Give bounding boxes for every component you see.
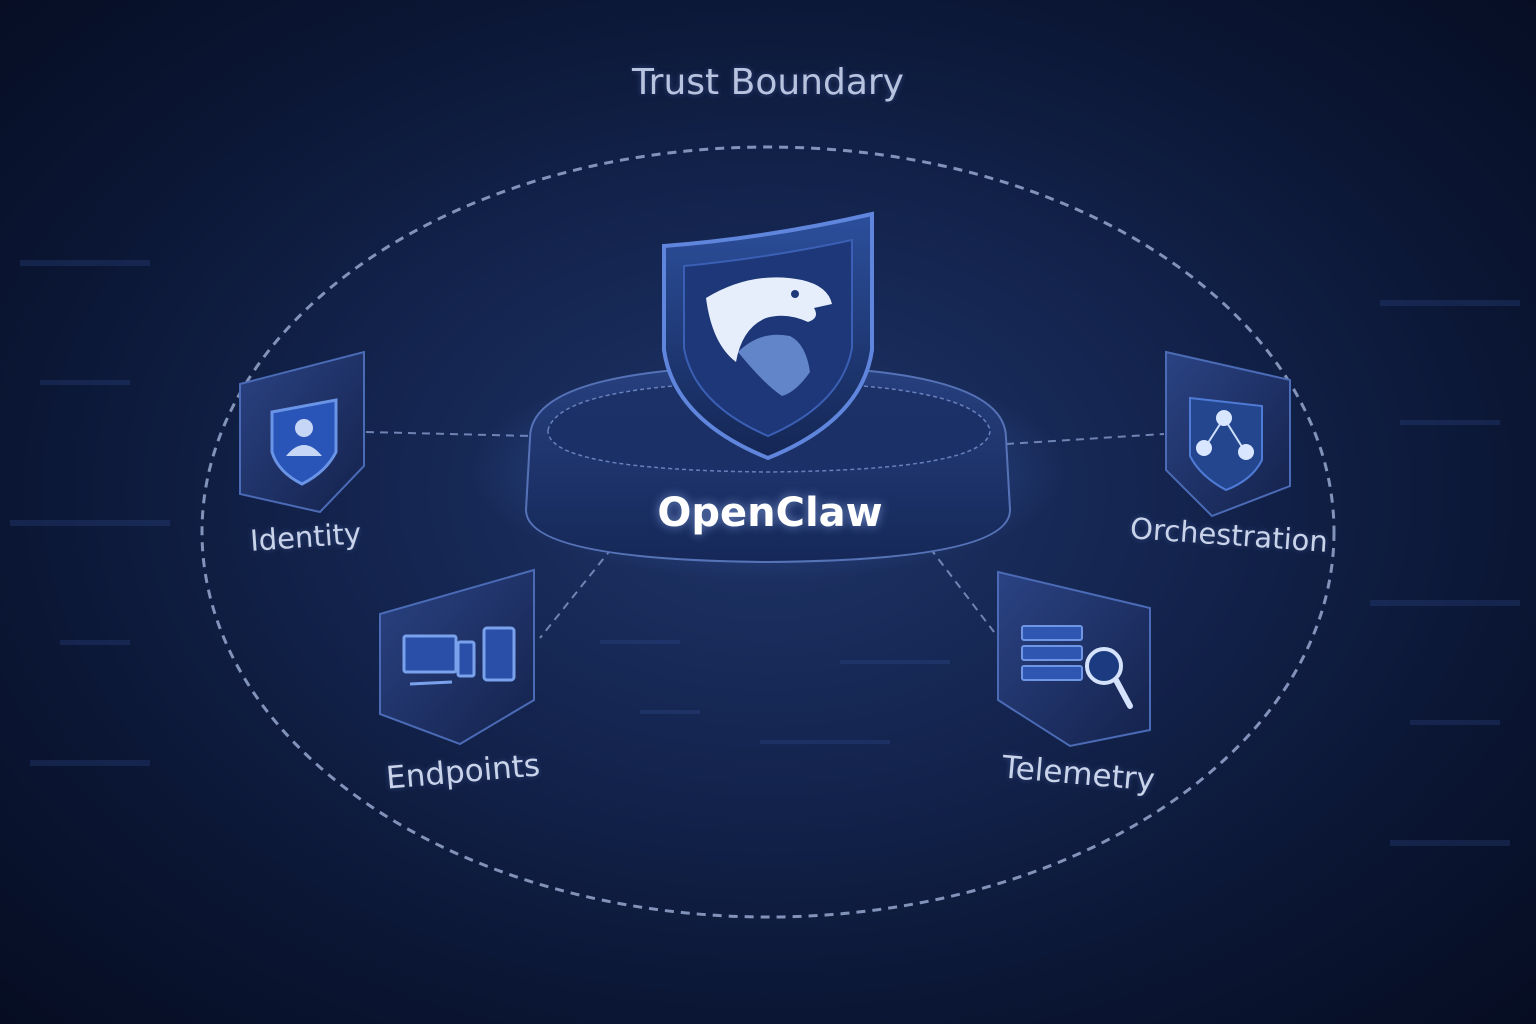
trust-boundary-ellipse — [200, 145, 1336, 919]
endpoints-node — [379, 568, 535, 746]
user-head — [295, 419, 313, 437]
devices-icon — [402, 626, 516, 686]
core-node — [468, 211, 1068, 580]
connector-orchestration — [1005, 433, 1165, 445]
trust-boundary-label: Trust Boundary — [631, 62, 904, 103]
telemetry-node — [997, 570, 1151, 748]
background-data-streaks — [10, 260, 1520, 846]
user-body — [286, 445, 322, 456]
orchestration-node — [1165, 350, 1291, 518]
core-title: OpenClaw — [657, 490, 883, 536]
identity-node — [239, 350, 365, 514]
server-search-icon — [1021, 625, 1133, 709]
eagle-head-icon — [706, 277, 832, 396]
workflow-shield — [1189, 396, 1263, 492]
user-shield-icon — [270, 398, 338, 486]
workflow-nodes-icon — [1196, 410, 1254, 460]
connector-telemetry — [929, 547, 995, 633]
connector-endpoints — [539, 547, 613, 639]
connector-lines — [365, 431, 1165, 639]
